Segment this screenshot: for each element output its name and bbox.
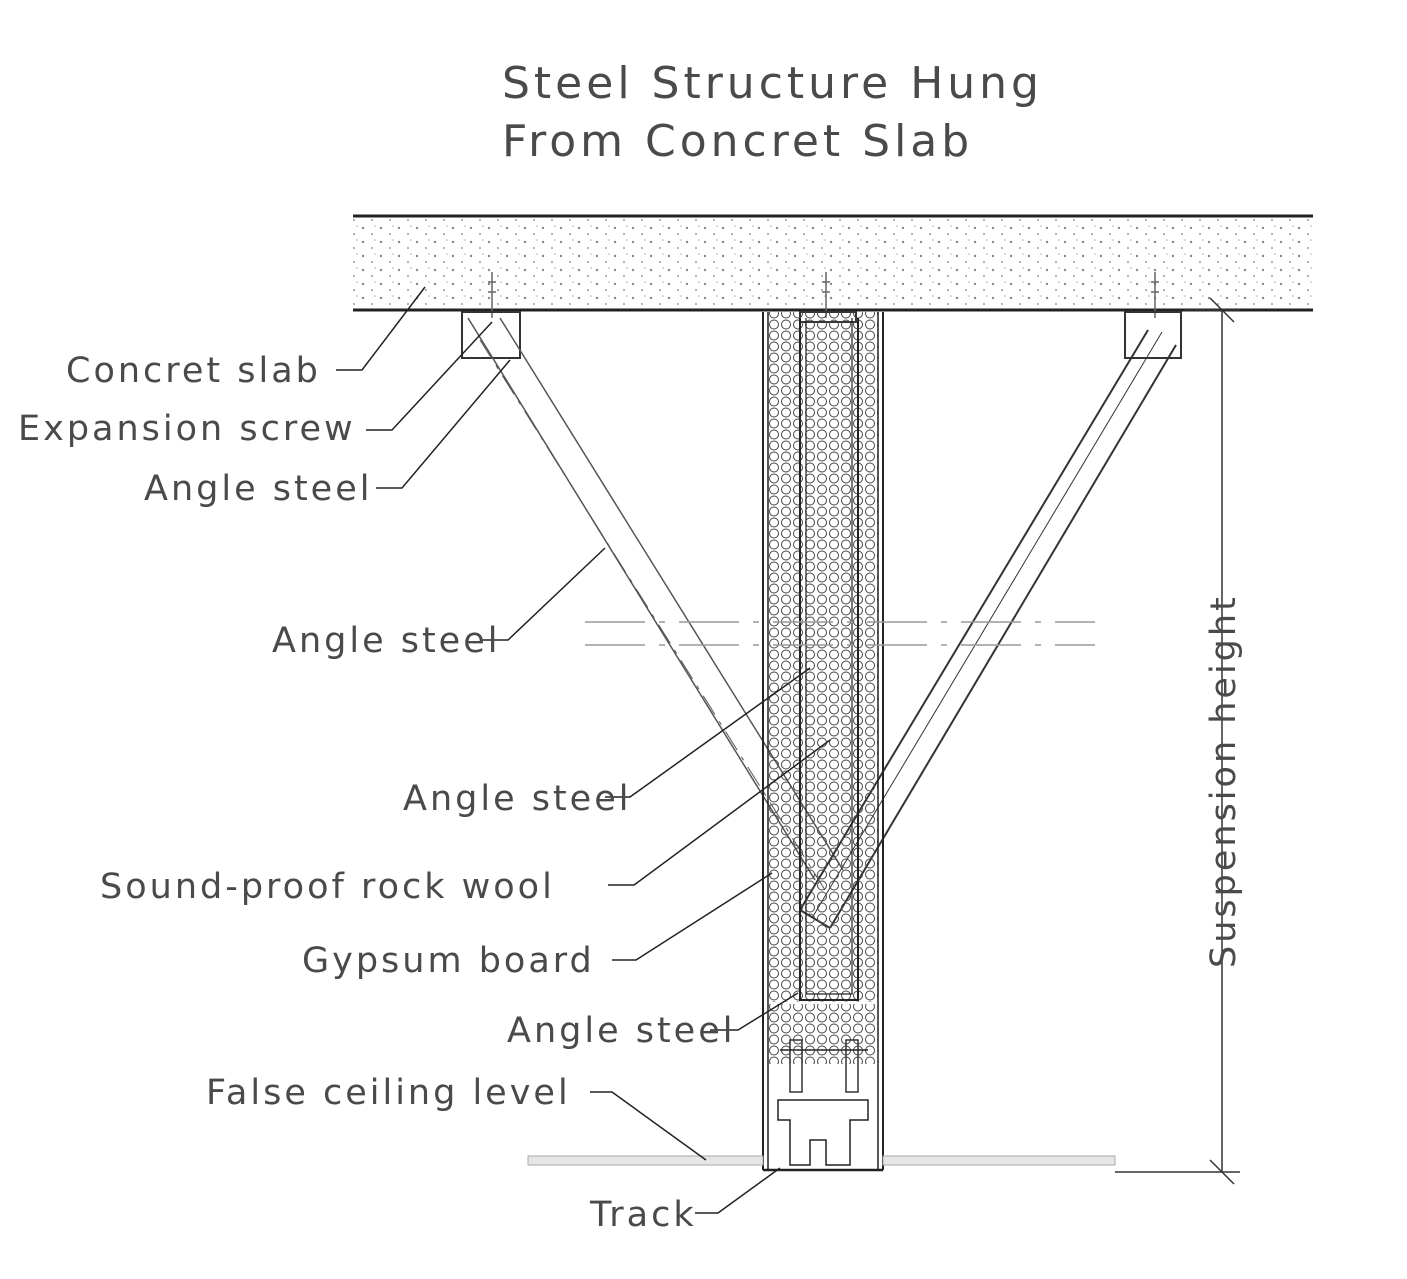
leader-lines: [336, 286, 831, 1214]
expansion-screws: [488, 272, 1159, 318]
suspension-height-dimension: [1115, 297, 1240, 1185]
partition-wall: [762, 312, 884, 1172]
false-ceiling: [527, 1155, 1116, 1166]
label-false-ceiling-level: False ceiling level: [206, 1073, 571, 1113]
label-angle-steel-2: Angle steel: [272, 621, 500, 661]
label-concrete-slab: Concret slab: [66, 351, 321, 391]
diagram-title-line1: Steel Structure Hung: [502, 58, 1043, 109]
label-gypsum-board: Gypsum board: [302, 941, 595, 981]
centerline: [585, 621, 1095, 646]
label-sound-proof-rock-wool: Sound-proof rock wool: [100, 867, 555, 907]
label-angle-steel-4: Angle steel: [507, 1011, 735, 1051]
label-angle-steel-1: Angle steel: [144, 469, 372, 509]
diagram-title-line2: From Concret Slab: [502, 116, 973, 167]
concrete-slab: [353, 214, 1313, 312]
label-angle-steel-3: Angle steel: [403, 779, 631, 819]
label-expansion-screw: Expansion screw: [18, 409, 356, 449]
label-track: Track: [589, 1195, 697, 1235]
suspension-height-label: Suspension height: [1204, 594, 1244, 968]
